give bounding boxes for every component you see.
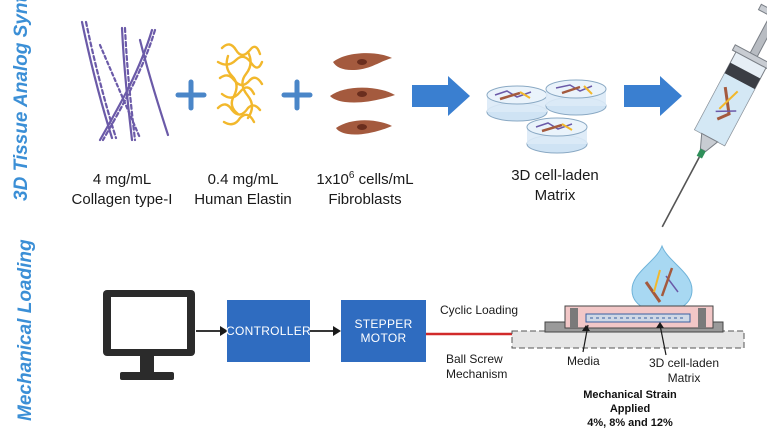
media-label: Media [567,354,600,368]
elastin-caption: 0.4 mg/mL Human Elastin [194,171,292,208]
loading-apparatus-icon [511,305,745,356]
collagen-caption: 4 mg/mL Collagen type-I [71,171,173,208]
computer-monitor-icon [103,290,195,380]
apparatus-matrix-label: 3D cell-laden Matrix [648,356,720,385]
stepper-motor-box: STEPPER MOTOR [341,300,426,362]
droplet-icon [631,244,693,313]
matrix-caption: 3D cell-laden Matrix [511,167,599,204]
plus-icon [281,79,313,111]
ball-screw-label: Ball Screw Mechanism [446,352,508,381]
elastin-fiber-icon [216,43,264,126]
fibroblast-cell-icon [330,53,395,135]
strain-summary: Mechanical Strain Applied 4%, 8% and 12% [583,389,677,429]
process-arrow-icon [412,76,682,116]
cell-laden-matrix-icon [486,79,607,154]
connector-arrow-icon [196,326,341,336]
fibroblast-caption: 1x106 cells/mL Fibroblasts [316,170,414,208]
syringe-icon [661,3,767,228]
collagen-fiber-icon [80,20,170,142]
cyclic-loading-label: Cyclic Loading [440,303,519,317]
controller-box: CONTROLLER [226,300,311,362]
plus-icon [175,79,207,111]
